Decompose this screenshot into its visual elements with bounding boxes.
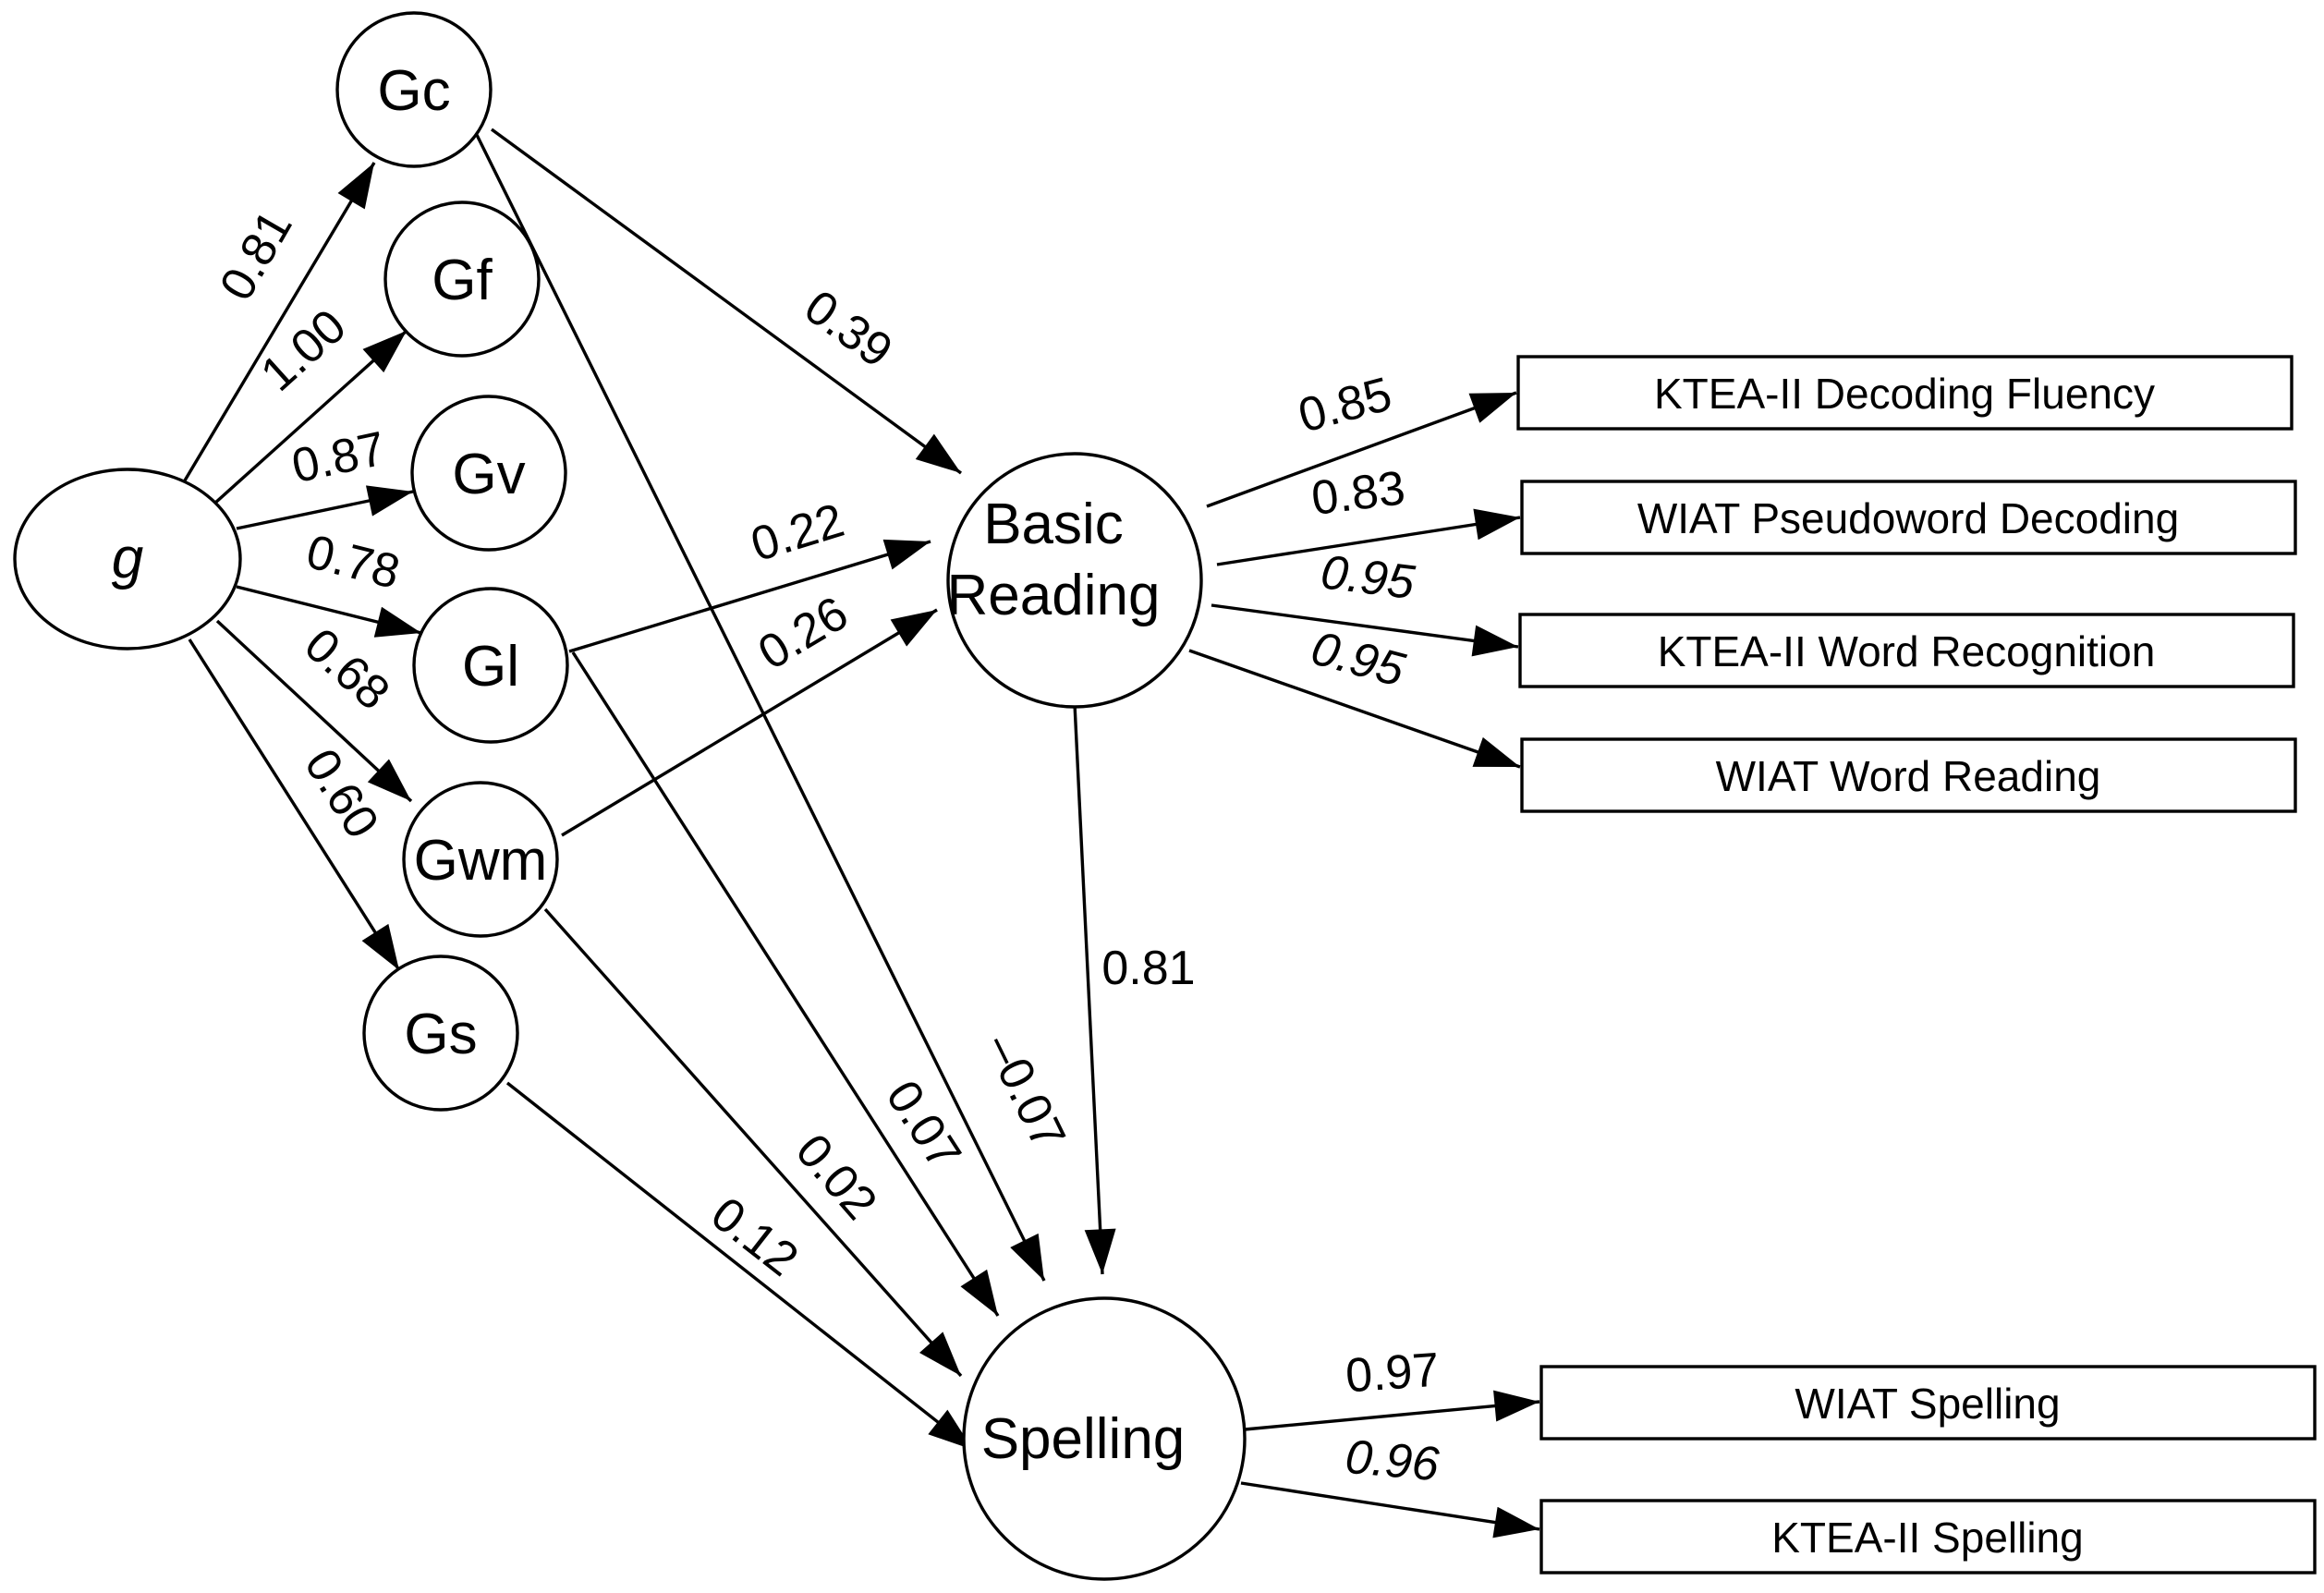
box-ktea-word-recognition-label: KTEA-II Word Recognition: [1658, 627, 2156, 675]
label-basic-reading-ktea-word-recognition: 0.95: [1318, 545, 1418, 610]
label-gl-basic-reading: 0.22: [745, 493, 850, 572]
edge-spelling-ktea-spelling: [1240, 1481, 1540, 1538]
box-ktea-decoding-fluency: KTEA-II Decoding Fluency: [1516, 355, 2294, 431]
edge-g-gl: [236, 585, 422, 638]
path-labels: 0.81 1.00 0.87 0.78 0.68 0.60 0.39 0.22 …: [210, 201, 1442, 1491]
edge-g-gs: [188, 638, 401, 971]
box-wiat-pseudoword: WIAT Pseudoword Decoding: [1520, 480, 2297, 555]
node-basic-reading-label-line2: Reading: [947, 564, 1161, 627]
box-ktea-word-recognition: KTEA-II Word Recognition: [1518, 613, 2295, 688]
edge-gwm-basic-reading: [561, 608, 938, 837]
node-gl: Gl: [412, 587, 569, 744]
node-gf: Gf: [383, 201, 541, 358]
node-gwm: Gwm: [402, 781, 559, 938]
latent-nodes: g Gc Gf Gv Gl Gwm Gs Basic Readin: [13, 11, 1247, 1581]
node-spelling-label: Spelling: [981, 1407, 1186, 1471]
node-gwm-label: Gwm: [414, 829, 548, 893]
node-g: g: [13, 468, 242, 651]
edge-basic-reading-spelling: [1073, 703, 1116, 1275]
edge-gl-spelling: [571, 651, 1000, 1317]
node-spelling: Spelling: [962, 1296, 1247, 1581]
label-basic-reading-spelling: 0.81: [1101, 942, 1195, 995]
edge-g-gc: [183, 162, 376, 481]
label-basic-reading-ktea-decoding-fluency: 0.85: [1293, 367, 1397, 443]
label-g-gl: 0.78: [301, 525, 405, 600]
label-basic-reading-wiat-pseudoword: 0.83: [1308, 461, 1408, 526]
box-wiat-word-reading: WIAT Word Reading: [1520, 737, 2297, 813]
node-gc: Gc: [335, 11, 493, 168]
node-gv: Gv: [410, 395, 567, 552]
label-basic-reading-wiat-word-reading: 0.95: [1306, 621, 1411, 697]
label-g-gs: 0.60: [294, 740, 389, 848]
node-gv-label: Gv: [452, 443, 525, 506]
edges: [183, 128, 1540, 1538]
label-gc-spelling: –0.07: [975, 1026, 1076, 1157]
edge-basic-reading-ktea-decoding-fluency: [1206, 391, 1517, 508]
edge-basic-reading-wiat-word-reading: [1188, 649, 1521, 769]
edge-gs-spelling: [505, 1081, 975, 1452]
label-spelling-ktea-spelling: 0.96: [1344, 1430, 1442, 1492]
box-ktea-spelling: KTEA-II Spelling: [1539, 1499, 2317, 1575]
edge-gc-spelling: [474, 132, 1046, 1282]
node-gc-label: Gc: [377, 59, 450, 123]
edge-g-gv: [236, 485, 414, 530]
label-g-gc: 0.81: [210, 201, 303, 310]
node-gs-label: Gs: [404, 1003, 477, 1066]
node-gl-label: Gl: [462, 635, 519, 699]
node-basic-reading-label-line1: Basic: [983, 492, 1124, 556]
edge-g-gf: [213, 329, 408, 505]
label-spelling-wiat-spelling: 0.97: [1344, 1344, 1441, 1404]
label-g-gf: 1.00: [251, 299, 357, 402]
edge-gwm-spelling: [543, 907, 963, 1378]
indicator-boxes: KTEA-II Decoding Fluency WIAT Pseudoword…: [1516, 355, 2317, 1575]
node-gf-label: Gf: [432, 249, 493, 312]
edge-gc-basic-reading: [490, 128, 963, 475]
edge-basic-reading-ktea-word-recognition: [1211, 603, 1519, 657]
edge-gl-basic-reading: [568, 539, 931, 653]
edge-basic-reading-wiat-pseudoword: [1216, 508, 1521, 566]
edge-g-gwm: [215, 619, 413, 803]
box-ktea-decoding-fluency-label: KTEA-II Decoding Fluency: [1654, 370, 2155, 418]
box-wiat-spelling: WIAT Spelling: [1539, 1365, 2317, 1441]
node-g-label: g: [112, 527, 143, 590]
box-ktea-spelling-label: KTEA-II Spelling: [1771, 1514, 2083, 1562]
label-gs-spelling: 0.12: [701, 1187, 808, 1287]
node-gs: Gs: [362, 955, 519, 1112]
node-basic-reading: Basic Reading: [946, 452, 1203, 709]
box-wiat-spelling-label: WIAT Spelling: [1795, 1380, 2060, 1428]
label-g-gv: 0.87: [287, 421, 390, 493]
label-gl-spelling: 0.07: [875, 1072, 971, 1179]
box-wiat-pseudoword-label: WIAT Pseudoword Decoding: [1637, 494, 2179, 542]
edge-spelling-wiat-spelling: [1244, 1390, 1540, 1431]
box-wiat-word-reading-label: WIAT Word Reading: [1716, 752, 2101, 800]
label-gwm-spelling: 0.02: [785, 1125, 887, 1230]
